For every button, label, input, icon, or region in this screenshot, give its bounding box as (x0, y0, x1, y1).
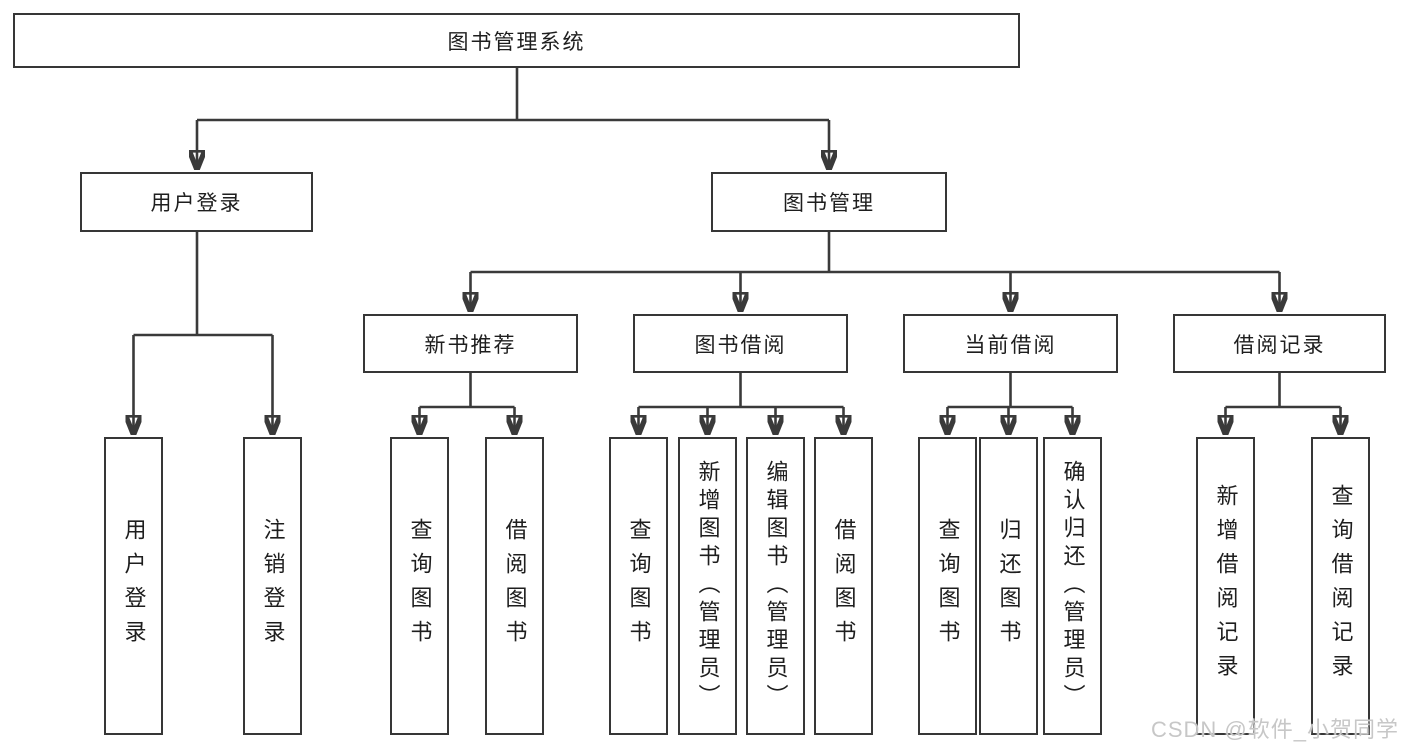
csdn-watermark: CSDN @软件_小贺同学 (1150, 717, 1399, 742)
connector-book-management-children (471, 232, 1280, 312)
leaf-label: 编辑图书（管理员） (763, 460, 789, 712)
leaf-add-borrow-record: 新增借阅记录 (1196, 437, 1255, 735)
node-library-system: 图书管理系统 (13, 13, 1020, 68)
leaf-label: 确认归还（管理员） (1060, 460, 1086, 712)
leaf-label: 借阅图书 (502, 518, 528, 654)
leaf-confirm-return-admin: 确认归还（管理员） (1043, 437, 1102, 735)
leaf-borrow-books: 借阅图书 (814, 437, 873, 735)
leaf-label: 新增借阅记录 (1213, 484, 1239, 688)
leaf-query-books-borrow: 查询图书 (609, 437, 668, 735)
connector-root-to-level2 (197, 68, 829, 170)
leaf-label: 归还图书 (996, 518, 1022, 654)
leaf-logout-login: 注销登录 (243, 437, 302, 735)
leaf-query-books-current: 查询图书 (918, 437, 977, 735)
connector-new-book-children (420, 373, 515, 435)
node-current-borrow: 当前借阅 (903, 314, 1118, 373)
leaf-borrow-books-recommend: 借阅图书 (485, 437, 544, 735)
leaf-return-books: 归还图书 (979, 437, 1038, 735)
connector-current-borrow-children (948, 373, 1073, 435)
leaf-label: 查询图书 (407, 518, 433, 654)
node-user-login: 用户登录 (80, 172, 313, 232)
leaf-label: 查询借阅记录 (1328, 484, 1354, 688)
node-borrow-record: 借阅记录 (1173, 314, 1386, 373)
leaf-label: 注销登录 (260, 518, 286, 654)
connector-borrow-record-children (1226, 373, 1341, 435)
leaf-label: 新增图书（管理员） (695, 460, 721, 712)
leaf-query-books-recommend: 查询图书 (390, 437, 449, 735)
leaf-add-books-admin: 新增图书（管理员） (678, 437, 737, 735)
leaf-edit-books-admin: 编辑图书（管理员） (746, 437, 805, 735)
connector-book-borrow-children (639, 373, 844, 435)
leaf-user-login: 用户登录 (104, 437, 163, 735)
connector-user-login-children (134, 232, 273, 435)
leaf-label: 用户登录 (121, 518, 147, 654)
leaf-label: 查询图书 (626, 518, 652, 654)
leaf-query-borrow-record: 查询借阅记录 (1311, 437, 1370, 735)
leaf-label: 查询图书 (935, 518, 961, 654)
node-book-management: 图书管理 (711, 172, 947, 232)
leaf-label: 借阅图书 (831, 518, 857, 654)
node-new-book-recommend: 新书推荐 (363, 314, 578, 373)
node-book-borrow: 图书借阅 (633, 314, 848, 373)
